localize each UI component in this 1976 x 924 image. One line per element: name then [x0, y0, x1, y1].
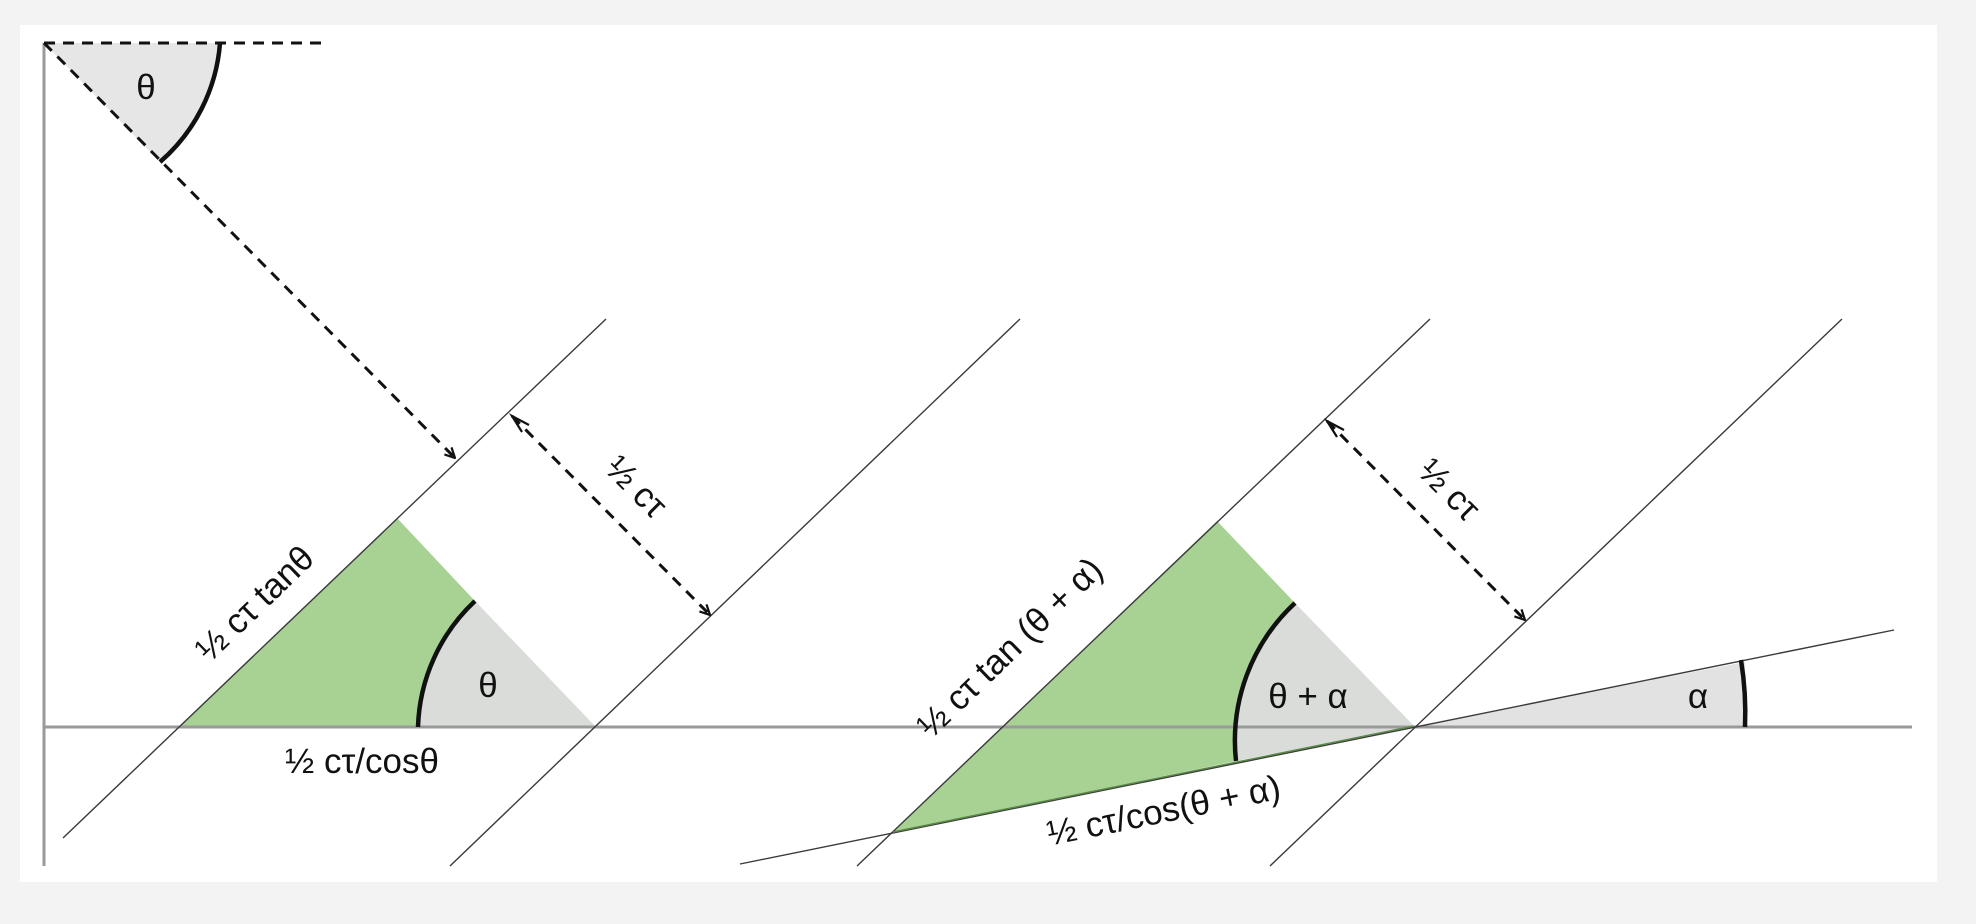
theta-plus-alpha-label: θ + α [1268, 677, 1348, 716]
top-theta-arc [158, 42, 223, 164]
wavefront-line-1 [62, 318, 607, 839]
left-theta-arc [415, 599, 477, 728]
diagram-canvas [20, 25, 1937, 882]
left-theta-wedge [418, 601, 596, 727]
left-green-triangle [180, 518, 475, 727]
incident-ray-dashed-arrow [42, 41, 455, 458]
left-cos-theta-label: ½ cτ/cosθ [285, 742, 439, 781]
top-theta-label: θ [136, 68, 155, 107]
sloped-surface-line [739, 629, 1895, 865]
left-half-ct-dimension [510, 414, 710, 615]
right-theta-alpha-arc [1232, 601, 1297, 762]
right-half-ct-dimension [1325, 419, 1525, 620]
alpha-arc [1738, 659, 1748, 728]
alpha-label: α [1688, 677, 1708, 716]
right-green-triangle [893, 521, 1295, 832]
wavefront-line-3 [856, 318, 1431, 867]
right-dimension-arrowhead [1323, 418, 1345, 438]
top-theta-wedge [44, 43, 220, 162]
wavefront-line-4 [1269, 318, 1843, 867]
left-theta-label: θ [478, 666, 497, 705]
left-dimension-arrowhead [508, 413, 530, 433]
wavefront-line-2 [449, 318, 1021, 867]
right-theta-alpha-wedge [1234, 603, 1414, 761]
right-triangle-base-edge [892, 725, 1415, 833]
